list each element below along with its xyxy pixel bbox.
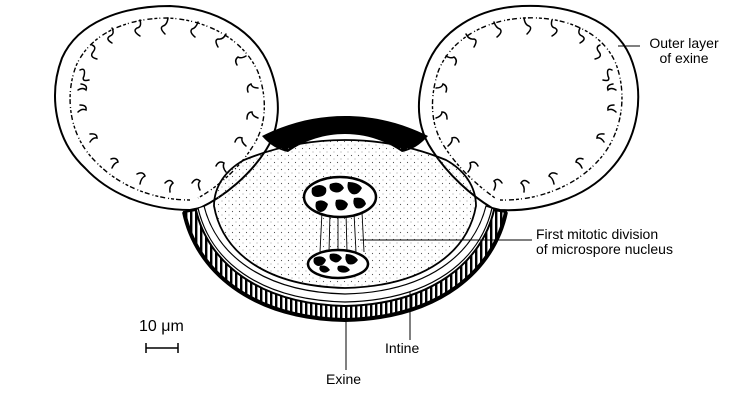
label-outer-layer-line1: Outer layer [640,36,728,51]
label-intine: Intine [385,341,419,356]
label-exine: Exine [326,372,361,387]
scale-bar [146,343,178,353]
label-first-mitotic-division: First mitotic division of microspore nuc… [536,227,673,257]
lower-daughter-nucleus [308,250,368,278]
label-outer-layer-line2: of exine [640,51,728,66]
label-division-line1: First mitotic division [536,227,673,242]
label-division-line2: of microspore nucleus [536,242,673,257]
label-scale-bar: 10 μm [139,319,184,334]
upper-daughter-nucleus [304,177,376,217]
label-outer-layer-of-exine: Outer layer of exine [640,36,728,66]
